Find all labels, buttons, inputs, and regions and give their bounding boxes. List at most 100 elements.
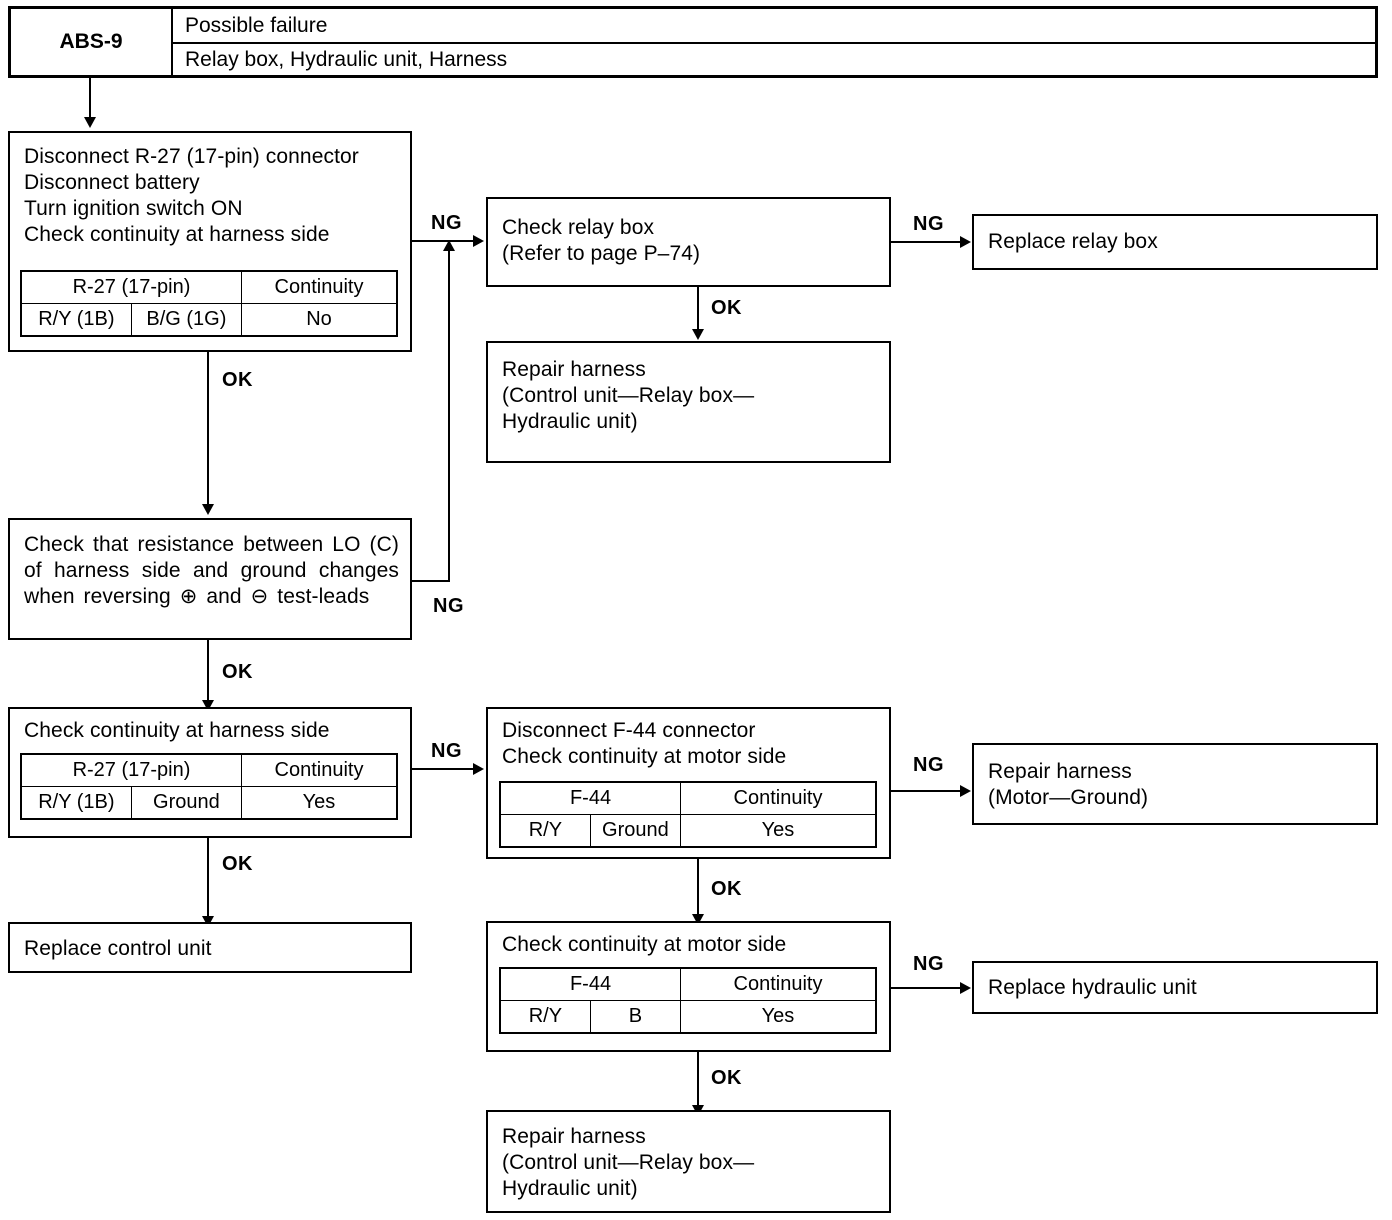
node-check-relay-box: Check relay box (Refer to page P–74) — [486, 197, 891, 287]
node-repair-harness-control-line1: Repair harness — [502, 358, 646, 381]
edge-label-ng-f44: NG — [913, 754, 944, 776]
node-replace-control-unit-line1: Replace control unit — [24, 937, 212, 960]
connector-motor-ok — [697, 1052, 699, 1107]
node-check-harness-ground: Check continuity at harness side R-27 (1… — [8, 707, 412, 838]
header-rows: Possible failure Relay box, Hydraulic un… — [173, 9, 1375, 75]
table-row: R/Y (1B) B/G (1G) No — [19, 303, 398, 337]
table-f44-continuity-2: F-44 Continuity R/Y B Yes — [498, 967, 877, 1034]
table-r27-continuity-2: R-27 (17-pin) Continuity R/Y (1B) Ground… — [19, 753, 398, 820]
arrowhead-relay-ok — [692, 329, 704, 340]
node-repair-harness-motor-line2: (Motor—Ground) — [988, 786, 1149, 809]
node-check-motor-side-line1: Check continuity at motor side — [502, 933, 787, 956]
th-continuity: Continuity — [241, 753, 398, 787]
node-check-harness-continuity-line4: Check continuity at harness side — [24, 223, 330, 246]
connector-f44-ok — [697, 859, 699, 916]
edge-label-ng-relay: NG — [913, 213, 944, 235]
node-repair-harness-motor: Repair harness (Motor—Ground) — [972, 743, 1378, 825]
node-disconnect-f44-line1: Disconnect F-44 connector — [502, 719, 756, 742]
connector-harness-ground-ng — [412, 768, 474, 770]
edge-label-ng-motor: NG — [913, 953, 944, 975]
arrowhead-relay-ng — [960, 236, 971, 248]
edge-label-ng-harness-ground: NG — [431, 740, 462, 762]
td-continuity-value: Yes — [241, 786, 398, 820]
node-disconnect-f44-line2: Check continuity at motor side — [502, 745, 787, 768]
edge-label-ok-step1: OK — [222, 369, 253, 391]
td-continuity-value: Yes — [680, 1000, 877, 1034]
td-terminal-b: Ground — [130, 786, 243, 820]
connector-harness-ground-ok — [207, 838, 209, 918]
th-r27: R-27 (17-pin) — [20, 270, 242, 304]
node-repair-harness-control-2-line3: Hydraulic unit) — [502, 1177, 638, 1200]
th-continuity: Continuity — [680, 967, 877, 1001]
node-check-harness-continuity-line3: Turn ignition switch ON — [24, 197, 243, 220]
node-repair-harness-control-line2: (Control unit—Relay box— — [502, 384, 755, 407]
td-terminal-a: R/Y (1B) — [19, 786, 132, 820]
node-check-motor-side: Check continuity at motor side F-44 Cont… — [486, 921, 891, 1052]
td-terminal-b: B — [589, 1000, 682, 1034]
td-terminal-a: R/Y — [498, 1000, 591, 1034]
node-replace-hydraulic-unit: Replace hydraulic unit — [972, 961, 1378, 1014]
table-row: R-27 (17-pin) Continuity — [20, 753, 398, 787]
edge-label-ok-motor: OK — [711, 1067, 742, 1089]
table-row: R/Y Ground Yes — [498, 814, 877, 848]
th-continuity: Continuity — [680, 781, 877, 815]
node-repair-harness-control-2: Repair harness (Control unit—Relay box— … — [486, 1110, 891, 1213]
arrowhead-step1-ok — [202, 504, 214, 515]
node-replace-relay-box: Replace relay box — [972, 214, 1378, 270]
edge-label-ok-relay: OK — [711, 297, 742, 319]
table-r27-continuity-1: R-27 (17-pin) Continuity R/Y (1B) B/G (1… — [19, 270, 398, 337]
td-continuity-value: Yes — [680, 814, 877, 848]
connector-step1-ok — [207, 352, 209, 506]
arrowhead-f44-ok — [692, 914, 704, 925]
table-row: R/Y B Yes — [498, 1000, 877, 1034]
arrowhead-header-to-step1 — [84, 117, 96, 128]
table-row: F-44 Continuity — [499, 967, 877, 1001]
td-terminal-a: R/Y — [498, 814, 591, 848]
node-check-resistance-text: Check that resistance between LO (C) of … — [24, 533, 399, 608]
th-f44: F-44 — [499, 781, 681, 815]
arrowhead-motor-ng — [960, 982, 971, 994]
node-repair-harness-motor-line1: Repair harness — [988, 760, 1132, 783]
td-terminal-a: R/Y (1B) — [19, 303, 132, 337]
table-f44-continuity-1: F-44 Continuity R/Y Ground Yes — [498, 781, 877, 848]
edge-label-ng-resistance: NG — [433, 595, 464, 617]
node-replace-hydraulic-unit-line1: Replace hydraulic unit — [988, 976, 1197, 999]
node-check-harness-continuity-line1: Disconnect R-27 (17-pin) connector — [24, 145, 359, 168]
th-continuity: Continuity — [241, 270, 398, 304]
connector-resistance-ng-horizontal — [412, 580, 450, 582]
connector-header-to-step1 — [89, 78, 91, 119]
node-check-relay-box-line2: (Refer to page P–74) — [502, 242, 701, 265]
table-row: F-44 Continuity — [499, 781, 877, 815]
node-repair-harness-control-line3: Hydraulic unit) — [502, 410, 638, 433]
connector-relay-ok — [697, 287, 699, 331]
node-replace-relay-box-line1: Replace relay box — [988, 230, 1158, 253]
arrowhead-harness-ground-ok — [202, 916, 214, 927]
arrowhead-f44-ng — [960, 785, 971, 797]
arrowhead-step1-ng — [473, 235, 484, 247]
edge-label-ok-f44: OK — [711, 878, 742, 900]
edge-label-ok-harness-ground: OK — [222, 853, 253, 875]
edge-label-ng-step1: NG — [431, 212, 462, 234]
arrowhead-resistance-ng — [443, 240, 455, 251]
edge-label-ok-resistance: OK — [222, 661, 253, 683]
td-terminal-b: B/G (1G) — [130, 303, 243, 337]
node-disconnect-f44: Disconnect F-44 connector Check continui… — [486, 707, 891, 859]
diagnostic-code-label: ABS-9 — [11, 9, 173, 75]
possible-failure-label: Possible failure — [185, 13, 328, 37]
connector-motor-ng — [891, 987, 961, 989]
th-r27: R-27 (17-pin) — [20, 753, 242, 787]
possible-failure-value: Relay box, Hydraulic unit, Harness — [173, 42, 1375, 75]
node-check-resistance: Check that resistance between LO (C) of … — [8, 518, 412, 640]
th-f44: F-44 — [499, 967, 681, 1001]
connector-relay-ng — [891, 241, 961, 243]
node-check-harness-continuity: Disconnect R-27 (17-pin) connector Disco… — [8, 131, 412, 352]
connector-f44-ng — [891, 790, 961, 792]
connector-resistance-ng-vertical — [448, 244, 450, 582]
node-check-harness-ground-line1: Check continuity at harness side — [24, 719, 330, 742]
td-continuity-value: No — [241, 303, 398, 337]
td-terminal-b: Ground — [589, 814, 682, 848]
node-repair-harness-control-2-line1: Repair harness — [502, 1125, 646, 1148]
node-replace-control-unit: Replace control unit — [8, 922, 412, 973]
arrowhead-resistance-ok — [202, 700, 214, 711]
